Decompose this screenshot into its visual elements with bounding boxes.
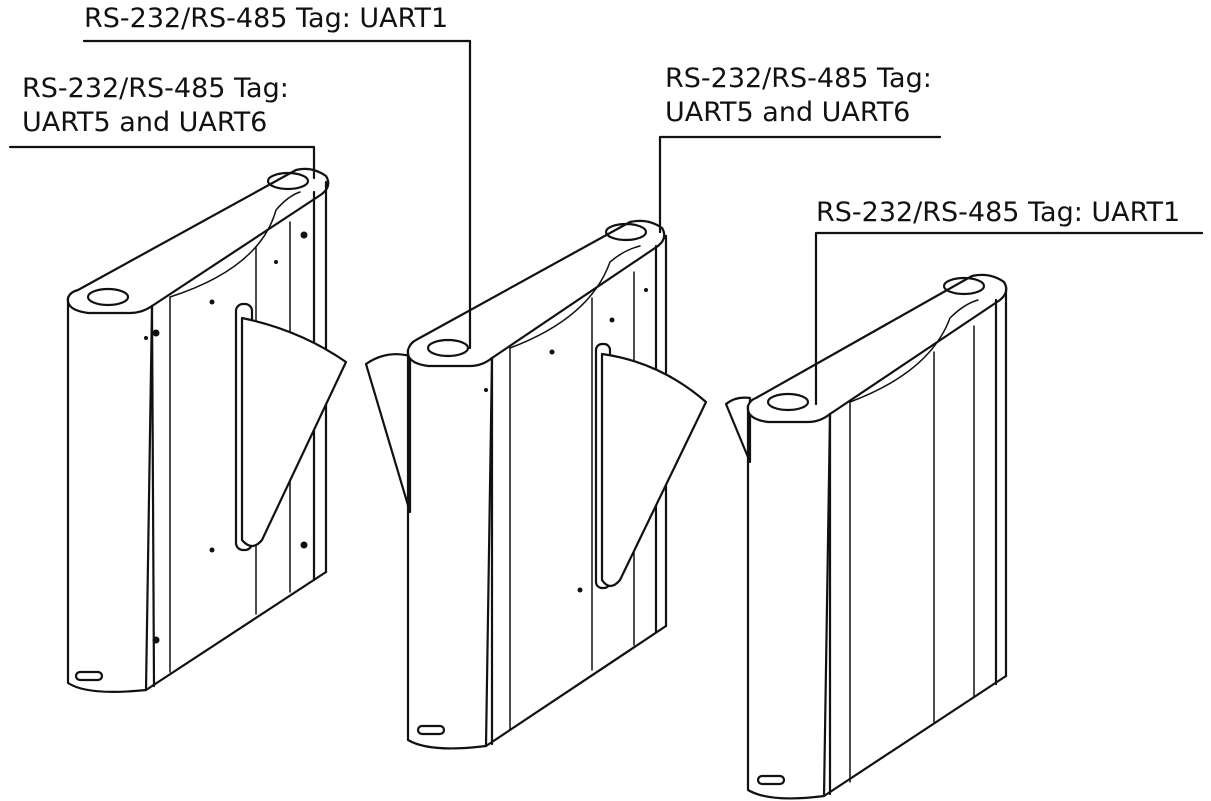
callout-line: RS-232/RS-485 Tag: UART1 bbox=[84, 3, 449, 34]
callout-line: RS-232/RS-485 Tag: UART1 bbox=[816, 197, 1181, 228]
left-pedestal bbox=[66, 167, 348, 693]
callout-left-uart5-6: RS-232/RS-485 Tag: UART5 and UART6 bbox=[22, 72, 289, 140]
callout-center-uart5-6: RS-232/RS-485 Tag: UART5 and UART6 bbox=[665, 62, 932, 130]
leader-lines bbox=[8, 39, 1204, 406]
callout-line: UART5 and UART6 bbox=[665, 97, 911, 128]
callout-line: RS-232/RS-485 Tag: bbox=[665, 63, 932, 94]
callout-right-uart1: RS-232/RS-485 Tag: UART1 bbox=[816, 196, 1180, 230]
right-pedestal bbox=[724, 273, 1008, 800]
callout-line: UART5 and UART6 bbox=[22, 107, 268, 138]
callout-center-uart1: RS-232/RS-485 Tag: UART1 bbox=[84, 2, 448, 36]
callout-line: RS-232/RS-485 Tag: bbox=[22, 73, 289, 104]
center-pedestal bbox=[364, 219, 708, 750]
